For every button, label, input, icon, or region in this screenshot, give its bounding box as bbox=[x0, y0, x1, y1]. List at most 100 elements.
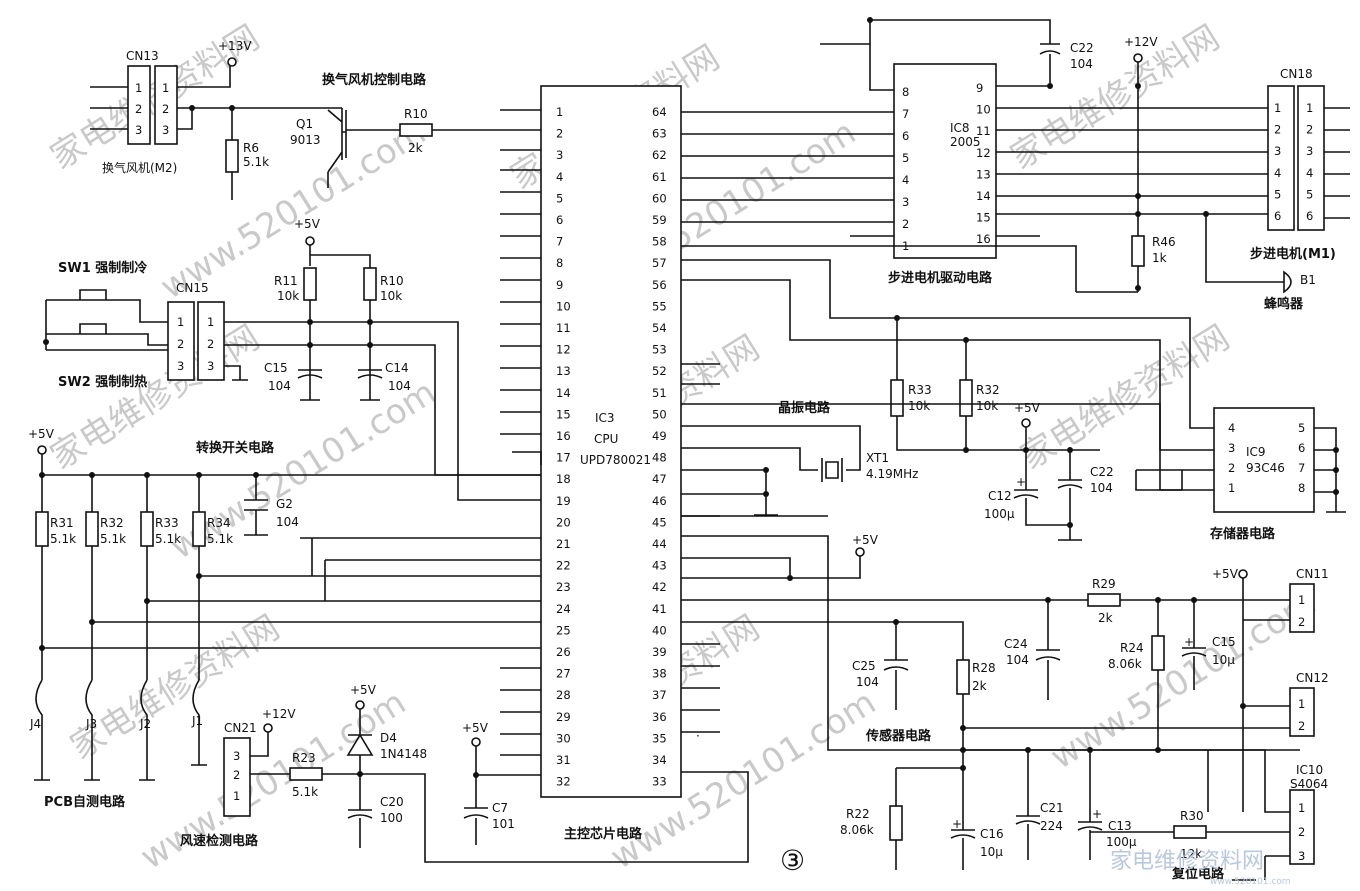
c21-ref: C21 bbox=[1040, 801, 1064, 815]
r29-value: 2k bbox=[1098, 611, 1113, 625]
label-pcb-selftest: PCB自测电路 bbox=[44, 794, 126, 810]
ic8-pin-label: 2 bbox=[902, 217, 909, 231]
cpu-pin-label: 38 bbox=[652, 667, 667, 681]
r33a-value: 5.1k bbox=[155, 532, 181, 546]
c22a-value: 104 bbox=[1070, 57, 1093, 71]
cpu-pin-label: 2 bbox=[556, 127, 563, 141]
r30-ref: R30 bbox=[1180, 809, 1204, 823]
switch-circuit: SW1 强制制冷 SW2 强制制热 CN15 1 2 3 1 2 3 +5V R… bbox=[43, 217, 541, 501]
c14-value: 104 bbox=[388, 379, 411, 393]
q1-ref: Q1 bbox=[296, 117, 313, 131]
xt1-value: 4.19MHz bbox=[866, 467, 918, 481]
cpu-left-stubs bbox=[500, 109, 542, 756]
cpu-pin-label: 5 bbox=[556, 191, 563, 205]
fan-control-circuit: CN13 1 2 3 1 2 3 +13V R6 5.1k 换气风机(M2) Q… bbox=[90, 39, 541, 200]
label-fan-motor: 换气风机(M2) bbox=[102, 160, 177, 175]
r10b-ref: R10 bbox=[380, 274, 404, 288]
cn13-pin: 1 bbox=[135, 81, 142, 95]
ic8-pin-label: 6 bbox=[902, 129, 909, 143]
c7-value: 101 bbox=[492, 817, 515, 831]
cpu-pin-label: 23 bbox=[556, 580, 571, 594]
r33b-value: 10k bbox=[908, 399, 930, 413]
cpu-pin-label: 36 bbox=[652, 710, 667, 724]
ic8-pin-label: 15 bbox=[976, 211, 991, 225]
cn11-pin: 1 bbox=[1298, 593, 1305, 607]
logo-text: 家电维修资料网 bbox=[1110, 849, 1264, 874]
cn13-pin: 2 bbox=[162, 102, 169, 116]
cn13-pin: 3 bbox=[135, 123, 142, 137]
c16-plus: + bbox=[952, 817, 962, 831]
c25-ref: C25 bbox=[852, 659, 876, 673]
ic9-pin-label: 7 bbox=[1298, 461, 1305, 475]
cn15-pin: 2 bbox=[177, 337, 184, 351]
c24-value: 104 bbox=[1006, 653, 1029, 667]
ic8-pin-label: 11 bbox=[976, 124, 991, 138]
p5-label: +5V bbox=[462, 721, 489, 735]
c12-ref: C12 bbox=[988, 489, 1012, 503]
ic9-part: 93C46 bbox=[1246, 461, 1285, 475]
c22a-ref: C22 bbox=[1070, 41, 1094, 55]
label-crystal: 晶振电路 bbox=[778, 400, 831, 416]
cpu-pin-label: 31 bbox=[556, 753, 571, 767]
cn21-pin: 1 bbox=[233, 789, 240, 803]
r22-ref: R22 bbox=[846, 807, 870, 821]
cpu-pin-label: 13 bbox=[556, 364, 571, 378]
cpu-pin-label: 20 bbox=[556, 515, 571, 529]
cn15-pin: 3 bbox=[177, 359, 184, 373]
cpu-pin-label: 19 bbox=[556, 494, 571, 508]
label-fan-control: 换气风机控制电路 bbox=[322, 72, 427, 88]
cn11-pin: 2 bbox=[1298, 615, 1305, 629]
c15b-ref: C15 bbox=[1212, 635, 1236, 649]
stray-dot: · bbox=[696, 729, 700, 743]
cn13-pin: 3 bbox=[162, 123, 169, 137]
cpu-pin-label: 27 bbox=[556, 667, 571, 681]
label-stepper-driver: 步进电机驱动电路 bbox=[888, 270, 993, 286]
g2-value: 104 bbox=[276, 515, 299, 529]
cpu-pin-label: 61 bbox=[652, 170, 667, 184]
c24-ref: C24 bbox=[1004, 637, 1028, 651]
cpu-pin-label: 58 bbox=[652, 235, 667, 249]
ic8-pin-label: 10 bbox=[976, 103, 991, 117]
watermark-text: 家电维修资料网 bbox=[1004, 18, 1227, 178]
xt1-ref: XT1 bbox=[866, 451, 889, 465]
cpu-pin-label: 33 bbox=[652, 775, 667, 789]
cpu-ic3: 1234567891011121314151617181920212223242… bbox=[540, 85, 682, 842]
p12-label: +12V bbox=[1124, 35, 1158, 49]
site-logo: 家电维修资料网 www.520101.com bbox=[1110, 849, 1291, 887]
cpu-right-pin-labels: 6463626160595857565554535251504948474645… bbox=[652, 105, 667, 789]
cn18-pin-label: 6 bbox=[1306, 209, 1313, 223]
c13-ref: C13 bbox=[1108, 819, 1132, 833]
p13-label: +13V bbox=[218, 39, 252, 53]
p5-label: +5V bbox=[350, 683, 377, 697]
d4-value: 1N4148 bbox=[380, 747, 427, 761]
c16-value: 10μ bbox=[980, 845, 1003, 859]
p5-label: +5V bbox=[1212, 567, 1239, 581]
cpu-pin-label: 41 bbox=[652, 602, 667, 616]
cpu-pin-label: 37 bbox=[652, 688, 667, 702]
cpu-pin-label: 52 bbox=[652, 364, 667, 378]
cpu-pin-label: 46 bbox=[652, 494, 667, 508]
cpu-pin-label: 3 bbox=[556, 148, 563, 162]
ic9-pin-label: 4 bbox=[1228, 421, 1235, 435]
mode-switch-circuit: +5V G2 104 R31 5.1k R32 5.1k R33 5.1k R3… bbox=[28, 427, 541, 810]
jumper-j1: J1 bbox=[191, 714, 203, 728]
cn21-pin: 2 bbox=[233, 768, 240, 782]
cpu-pin-label: 49 bbox=[652, 429, 667, 443]
ic10-ref: IC10 bbox=[1296, 763, 1323, 777]
cpu-pin-label: 32 bbox=[556, 775, 571, 789]
label-reset: 复位电路 bbox=[1171, 866, 1225, 882]
cpu-pin-label: 53 bbox=[652, 343, 667, 357]
c22b-ref: C22 bbox=[1090, 465, 1114, 479]
r31-value: 5.1k bbox=[50, 532, 76, 546]
c7-decoupling: +5V C7 101 bbox=[462, 721, 541, 845]
cn15-pin: 2 bbox=[207, 337, 214, 351]
cn12-ref: CN12 bbox=[1296, 671, 1329, 685]
label-sensor: 传感器电路 bbox=[865, 728, 932, 744]
cn18-pin-label: 1 bbox=[1274, 101, 1281, 115]
c20-ref: C20 bbox=[380, 795, 404, 809]
c16-ref: C16 bbox=[980, 827, 1004, 841]
cpu-pin-label: 14 bbox=[556, 386, 571, 400]
jumper-j3: J3 bbox=[85, 717, 97, 731]
